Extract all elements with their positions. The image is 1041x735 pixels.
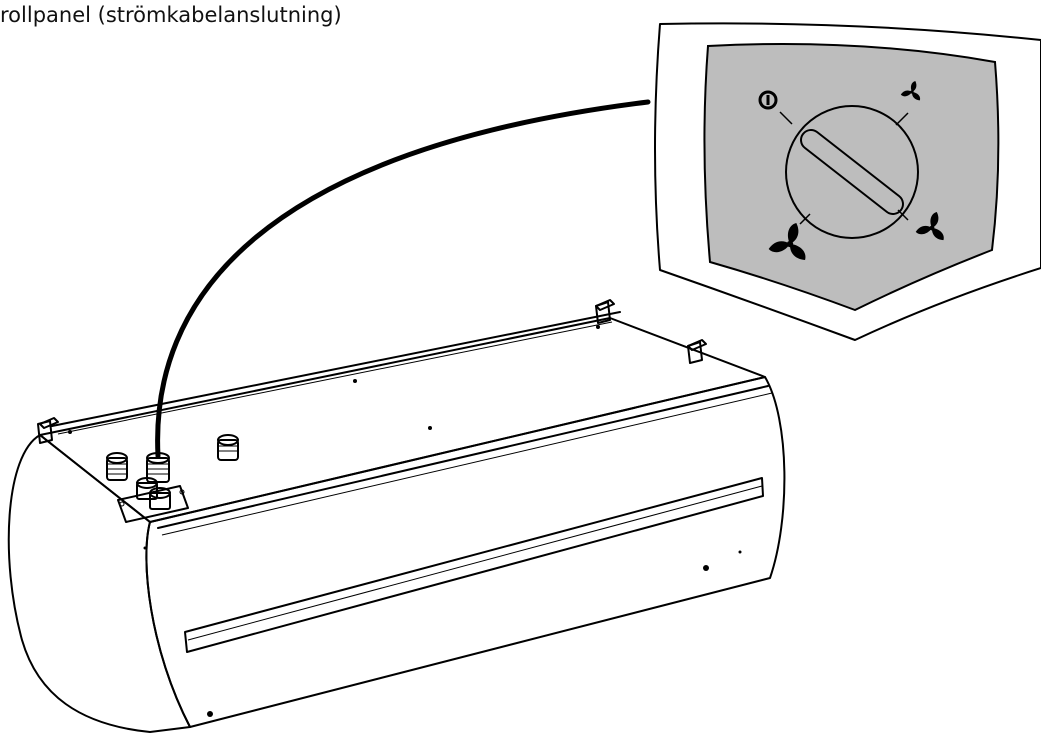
unit-left-end-cap xyxy=(7,434,191,733)
unit-air-outlet-slot-inner xyxy=(187,485,763,641)
dial-tick-marks xyxy=(779,111,909,225)
electrical-connection-plate xyxy=(117,477,189,523)
unit-front-face xyxy=(145,376,786,728)
fan-low-icon xyxy=(900,81,921,101)
rotary-dial[interactable] xyxy=(785,105,919,239)
unit-rear-rail-inner xyxy=(57,321,613,435)
control-panel xyxy=(654,22,1041,341)
unit-rear-rail xyxy=(51,311,621,427)
fan-high-icon xyxy=(768,223,806,260)
mounting-bracket-left xyxy=(37,417,59,444)
fan-medium-icon xyxy=(915,212,944,241)
cable-gland-1 xyxy=(106,452,128,481)
connector-plug-2 xyxy=(149,487,171,510)
control-panel-cable xyxy=(155,99,651,459)
air-curtain-unit xyxy=(7,299,786,733)
control-panel-face xyxy=(703,43,1000,312)
control-panel-housing xyxy=(654,22,1041,341)
cable-gland-3 xyxy=(217,434,239,461)
unit-front-rail xyxy=(157,385,769,529)
power-off-icon xyxy=(758,90,778,110)
mounting-bracket-right xyxy=(687,339,707,364)
diagram-caption: rollpanel (strömkabelanslutning) xyxy=(0,3,342,27)
unit-air-outlet-slot xyxy=(184,477,764,653)
mounting-bracket-rear xyxy=(595,299,615,324)
unit-screw-dots xyxy=(68,325,742,717)
rotary-dial-knob[interactable] xyxy=(797,126,907,218)
unit-front-rail-inner xyxy=(161,392,773,536)
